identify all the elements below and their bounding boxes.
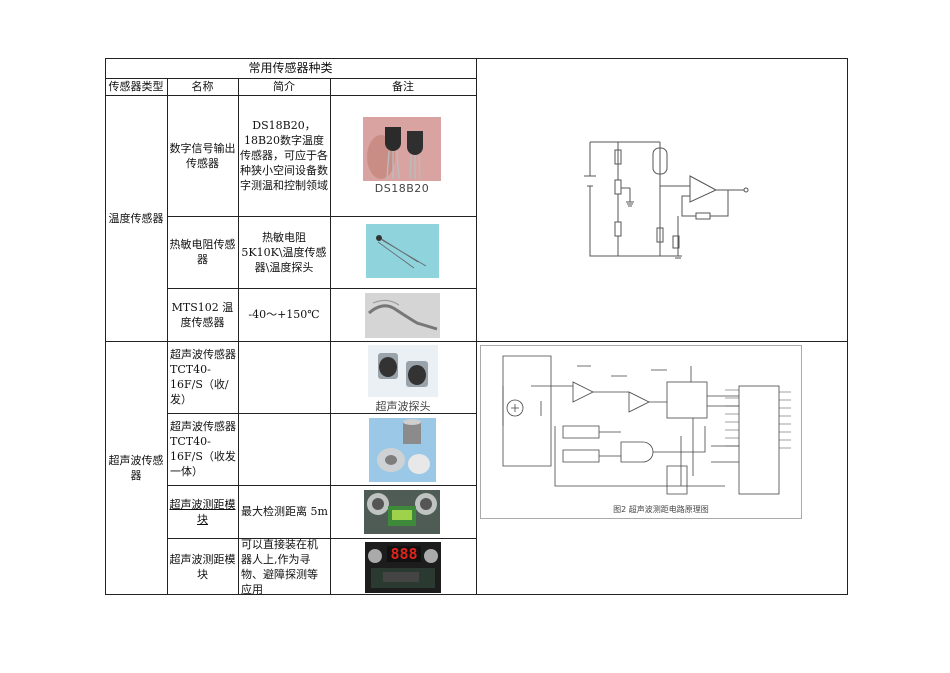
row-intro: 热敏电阻 5K10K\温度传感器\温度探头 [241, 230, 327, 274]
rule-row2 [167, 288, 476, 289]
row-name: 数字信号输出传感器 [169, 141, 236, 170]
ultrasonic-probe-photo [368, 345, 438, 397]
rule-title [105, 78, 476, 79]
table-title: 常用传感器种类 [248, 60, 333, 75]
ultrasonic-schematic: 图2 超声波测距电路原理图 [480, 345, 802, 519]
rule-row1 [167, 216, 476, 217]
row-intro: 最大检测距离 5m [241, 505, 328, 518]
row-intro [238, 413, 330, 485]
row-name: 热敏电阻传感器 [169, 238, 236, 266]
rule-row6 [167, 538, 476, 539]
row-intro [238, 341, 330, 413]
ultrasonic-schematic-caption: 图2 超声波测距电路原理图 [613, 505, 709, 514]
row-name-text: 超声波测距模块 [169, 497, 236, 526]
rule-row4 [167, 413, 476, 414]
header-type: 传感器类型 [108, 80, 164, 93]
ultrasonic-integrated-photo [369, 418, 436, 482]
ranging-module-photo [364, 490, 440, 534]
group-type-ultrasonic: 超声波传感器 [108, 454, 164, 482]
row-intro: 可以直接装在机器人上,作为寻物、避障探测等应用 [241, 537, 318, 596]
thermistor-photo [366, 224, 439, 278]
row-intro: -40～+150℃ [248, 308, 320, 321]
group-type-temperature: 温度传感器 [108, 211, 164, 225]
rule-row5 [167, 485, 476, 486]
header-intro: 简介 [273, 80, 295, 93]
header-note: 备注 [392, 80, 414, 93]
rule-header [105, 95, 476, 96]
ranging-module-display-photo: 888 [365, 542, 441, 593]
row-name: 超声波传感器TCT40-16F/S（收/发） [170, 348, 236, 406]
ds18b20-caption: DS18B20 [374, 182, 430, 195]
row-name: 超声波测距模块 [169, 552, 236, 581]
rule-group [105, 341, 848, 342]
ds18b20-photo [363, 117, 441, 197]
divider-name [238, 78, 239, 595]
led-digits: 888 [390, 545, 417, 563]
divider-main [476, 58, 477, 595]
row-name: 超声波测距模块 [167, 485, 238, 538]
row-intro: DS18B20，18B20数字温度传感器，可应于各种狭小空间设备数字测温和控制领… [240, 119, 328, 192]
ultrasonic-probe-caption: 超声波探头 [375, 400, 431, 413]
divider-type [167, 78, 168, 595]
row-name: 超声波传感器TCT40-16F/S（收发 一体） [170, 420, 236, 478]
thermistor-schematic [578, 136, 756, 268]
header-name: 名称 [191, 80, 214, 93]
divider-intro [330, 78, 331, 595]
row-name: MTS102 温度传感器 [171, 300, 234, 329]
mts102-photo [365, 293, 440, 338]
